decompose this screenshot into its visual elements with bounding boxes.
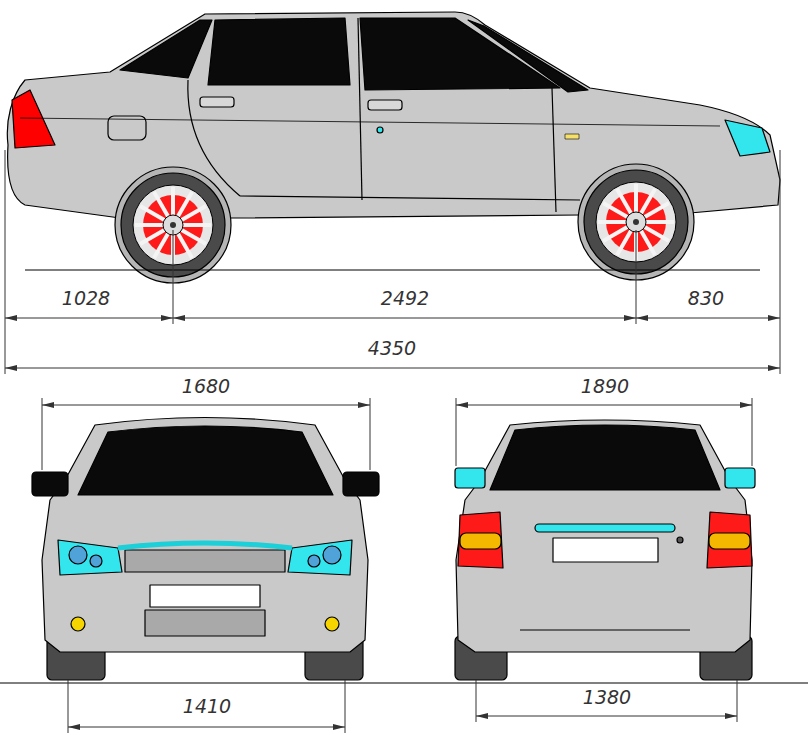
front-view <box>32 418 379 681</box>
side-dimensions <box>5 150 780 374</box>
dimension-label: 4350 <box>366 338 418 359</box>
view-dimensions <box>42 398 752 733</box>
dimension-label: 830 <box>686 288 726 309</box>
dimension-label: 1410 <box>181 696 233 717</box>
side-view <box>7 12 780 283</box>
dimension-label: 1380 <box>581 687 633 708</box>
rear-view <box>455 420 755 680</box>
dimension-label: 1028 <box>60 288 112 309</box>
dimension-label: 1680 <box>180 376 232 397</box>
dimension-label: 2492 <box>379 288 431 309</box>
dimension-label: 1890 <box>579 376 631 397</box>
